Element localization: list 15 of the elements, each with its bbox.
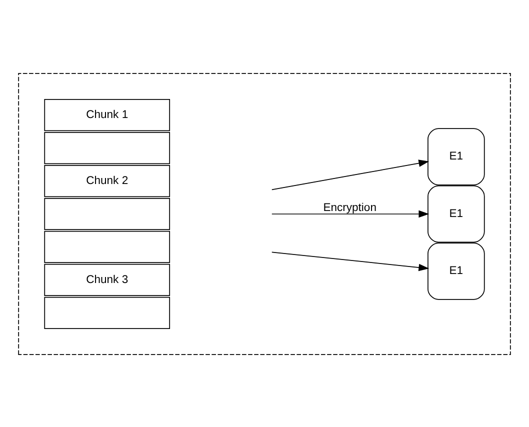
node-box: Chunk 2 (44, 164, 170, 197)
edge-label: Encryption (323, 201, 376, 214)
node-box (44, 197, 170, 230)
node-box (44, 132, 170, 164)
node-box: E1 (428, 242, 485, 300)
arrow (271, 251, 430, 271)
node-box: E1 (428, 184, 485, 242)
node-box: E1 (428, 128, 485, 185)
node-box (44, 296, 170, 328)
node-box: Chunk 3 (44, 263, 170, 296)
node-box: Chunk 1 (44, 98, 170, 131)
cluster (18, 72, 511, 355)
arrow (271, 210, 430, 218)
arrow (271, 159, 430, 190)
node-box (44, 230, 170, 263)
